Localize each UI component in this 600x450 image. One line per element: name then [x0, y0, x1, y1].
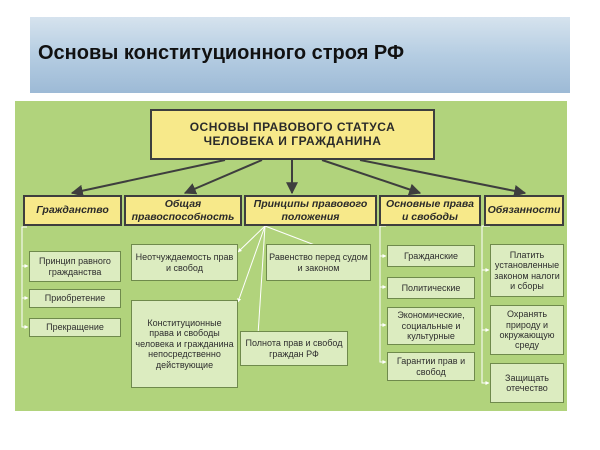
title-banner [30, 17, 570, 93]
arrow-to-legal-capacity [183, 159, 263, 195]
category-duties: Обязанности [484, 195, 564, 226]
citizenship-item-equal: Принцип равного гражданства [29, 251, 121, 282]
arrow-to-duties [359, 159, 527, 197]
category-legal-capacity: Общая правоспособность [124, 195, 242, 226]
root-line-1: ОСНОВЫ ПРАВОВОГО СТАТУСА [189, 119, 396, 134]
arrow-to-citizenship [70, 159, 226, 197]
citizenship-item-acquisition: Приобретение [29, 289, 121, 308]
arrow-to-rights [321, 159, 422, 196]
principle-item-completeness: Полнота прав и свобод граждан РФ [240, 331, 348, 366]
citizenship-item-termination: Прекращение [29, 318, 121, 337]
rights-item-political: Политические [387, 277, 475, 299]
page-title: Основы конституционного строя РФ [38, 42, 405, 64]
principle-item-equality: Равенство перед судом и законом [266, 244, 371, 281]
duties-item-taxes: Платить установленные законом налоги и с… [490, 244, 564, 297]
rights-item-guarantees: Гарантии прав и свобод [387, 352, 475, 381]
duties-item-nature: Охранять природу и окружающую среду [490, 305, 564, 355]
principle-item-inalienability: Неотчуждаемость прав и свобод [131, 244, 238, 281]
rights-item-civil: Гражданские [387, 245, 475, 267]
rights-item-economic: Экономические, социальные и культурные [387, 307, 475, 345]
principle-item-direct-action: Конституционные права и свободы человека… [131, 300, 238, 388]
root-box: ОСНОВЫ ПРАВОВОГО СТАТУСА ЧЕЛОВЕКА И ГРАЖ… [150, 109, 435, 160]
category-citizenship: Гражданство [23, 195, 122, 226]
category-principles: Принципы правового положения [244, 195, 377, 226]
duties-item-defense: Защищать отечество [490, 363, 564, 403]
category-rights: Основные права и свободы [379, 195, 481, 226]
root-line-2: ЧЕЛОВЕКА И ГРАЖДАНИНА [203, 133, 382, 148]
